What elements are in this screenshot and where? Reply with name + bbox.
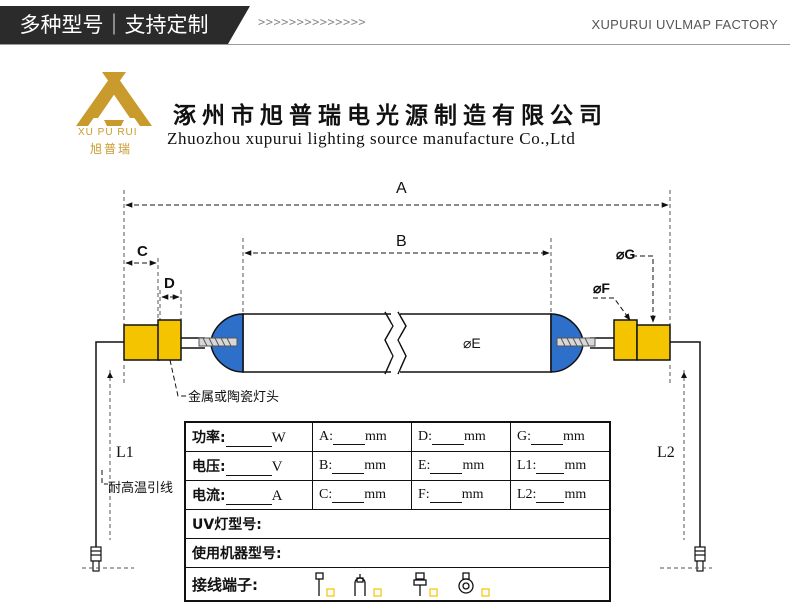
company-name-chinese: 涿州市旭普瑞电光源制造有限公司 — [173, 103, 608, 129]
label-f: ⌀F — [593, 280, 610, 296]
dim-c-cell[interactable]: C:mm — [312, 480, 412, 510]
machine-model-cell[interactable]: 使用机器型号: — [184, 538, 611, 568]
dim-l1-cell[interactable]: L1:mm — [510, 451, 611, 481]
table-row: 功率:W A:mm D:mm G:mm — [184, 421, 611, 452]
dim-f-cell[interactable]: F:mm — [411, 480, 511, 510]
dim-b-cell[interactable]: B:mm — [312, 451, 412, 481]
table-row: 电压:V B:mm E:mm L1:mm — [184, 451, 611, 481]
spec-table: 功率:W A:mm D:mm G:mm 电压:V B:mm E:mm L1:mm… — [184, 421, 611, 602]
table-row: UV灯型号: — [184, 509, 611, 539]
logo-chinese-name: 旭普瑞 — [90, 142, 133, 156]
dim-a-cell[interactable]: A:mm — [312, 421, 412, 452]
label-l1: L1 — [116, 444, 134, 461]
company-name-english: Zhuozhou xupurui lighting source manufac… — [167, 129, 576, 148]
power-cell[interactable]: 功率:W — [184, 421, 313, 452]
header-arrows: >>>>>>>>>>>>>> — [258, 15, 367, 29]
dim-l2-cell[interactable]: L2:mm — [510, 480, 611, 510]
left-cap-outer — [123, 324, 160, 361]
label-a: A — [396, 180, 407, 197]
label-c: C — [137, 243, 148, 260]
left-cap-inner — [157, 319, 182, 361]
label-e: ⌀E — [463, 335, 481, 351]
header-divider — [0, 44, 790, 45]
lead-wire-note: 耐高温引线 — [108, 480, 174, 495]
header-badge: 多种型号｜支持定制 — [0, 6, 228, 44]
label-l2: L2 — [657, 444, 675, 461]
company-logo-icon — [76, 72, 152, 126]
current-cell[interactable]: 电流:A — [184, 480, 313, 510]
table-row: 使用机器型号: — [184, 538, 611, 568]
label-d: D — [164, 275, 175, 292]
dim-e-cell[interactable]: E:mm — [411, 451, 511, 481]
header-bar: 多种型号｜支持定制 >>>>>>>>>>>>>> XUPURUI UVLMAP … — [0, 0, 790, 46]
label-b: B — [396, 233, 407, 250]
table-row: 电流:A C:mm F:mm L2:mm — [184, 480, 611, 510]
right-cap-inner — [613, 319, 638, 361]
header-factory-title: XUPURUI UVLMAP FACTORY — [591, 17, 778, 32]
logo-english-name: XU PU RUI — [78, 127, 138, 138]
dim-d-cell[interactable]: D:mm — [411, 421, 511, 452]
uv-model-cell[interactable]: UV灯型号: — [184, 509, 611, 539]
right-cap-outer — [636, 324, 671, 361]
header-badge-tail — [228, 6, 250, 44]
label-g: ⌀G — [616, 246, 636, 262]
table-row: 接线端子: — [184, 567, 611, 602]
voltage-cell[interactable]: 电压:V — [184, 451, 313, 481]
cap-material-note: 金属或陶瓷灯头 — [188, 389, 280, 404]
terminal-cell[interactable]: 接线端子: — [184, 567, 611, 602]
dim-g-cell[interactable]: G:mm — [510, 421, 611, 452]
